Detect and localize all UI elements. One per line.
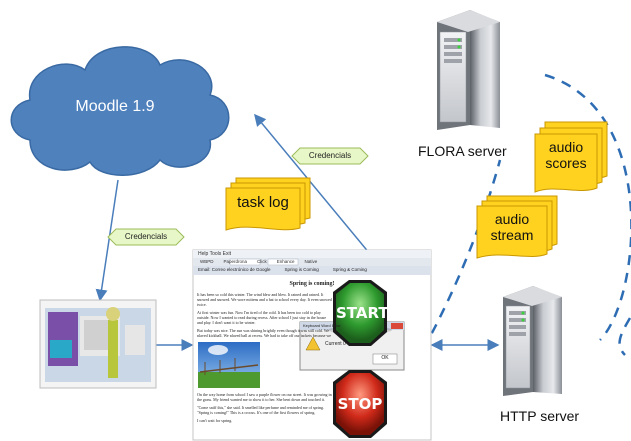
paragraph: But today was nice. The sun was shining … bbox=[197, 328, 332, 337]
start-button[interactable]: START bbox=[336, 304, 389, 322]
app-screenshot-thumbnail bbox=[39, 299, 157, 389]
landscape-photo bbox=[198, 342, 260, 388]
flora-server-label: FLORA server bbox=[418, 143, 507, 159]
http-server-icon bbox=[503, 286, 562, 396]
task-log-doc-stack bbox=[225, 177, 311, 231]
browser-tab[interactable]: Spring & Coming bbox=[332, 267, 367, 272]
browser-tab[interactable]: Spring is Coming bbox=[284, 267, 319, 272]
credentials-tag-upper-shape bbox=[291, 147, 369, 165]
paragraph: "Come sniff this," she said. It smelled … bbox=[197, 405, 324, 415]
audio-scores-label: audio scores bbox=[535, 139, 597, 171]
start-button-graphic bbox=[328, 280, 392, 346]
page-paragraphs-bottom: On the way home from school I saw a purp… bbox=[197, 392, 332, 438]
browser-tab[interactable]: Email: Correo electrónico de Google bbox=[198, 267, 271, 272]
toolbar-item[interactable]: WBPD bbox=[200, 259, 214, 264]
paragraph: It has been so cold this winter. The win… bbox=[197, 292, 332, 307]
audio-stream-doc-stack bbox=[476, 195, 558, 259]
moodle-label: Moodle 1.9 bbox=[75, 98, 155, 115]
arrow-cloud-to-screenshot bbox=[95, 179, 119, 302]
audio-stream-line2: stream bbox=[490, 227, 534, 243]
flora-server-icon bbox=[437, 10, 500, 130]
stop-button[interactable]: STOP bbox=[337, 395, 383, 413]
toolbar-item[interactable]: Click bbox=[257, 259, 267, 264]
credentials-lower-label: Credencials bbox=[124, 232, 168, 241]
toolbar-item[interactable]: Paperdrona bbox=[223, 259, 248, 264]
paragraph: At first winter was fun. Now I'm tired o… bbox=[197, 310, 326, 325]
stop-button-graphic bbox=[333, 370, 387, 438]
audio-stream-label: audio stream bbox=[477, 211, 547, 243]
browser-tab-strip: Email: Correo electrónico de Google Spri… bbox=[198, 267, 367, 272]
dialog-ok-button[interactable]: OK bbox=[381, 355, 389, 361]
paragraph: On the way home from school I saw a purp… bbox=[197, 392, 332, 402]
credentials-upper-label: Credencials bbox=[308, 151, 352, 160]
paragraph: I can't wait for spring. bbox=[197, 418, 233, 423]
audio-scores-line1: audio bbox=[548, 139, 584, 155]
audio-scores-line2: scores bbox=[545, 155, 587, 171]
credentials-tag-lower-shape bbox=[107, 228, 185, 246]
page-title: Spring is coming! bbox=[289, 281, 335, 287]
moodle-cloud-shape bbox=[10, 46, 230, 176]
audio-scores-doc-stack bbox=[534, 121, 608, 193]
toolbar-item[interactable]: Native bbox=[304, 259, 318, 264]
toolbar-item[interactable]: Enhance bbox=[276, 259, 295, 264]
dashed-right-edge bbox=[618, 317, 631, 356]
task-log-label: task log bbox=[237, 194, 289, 211]
dialog-title: Keyboard Word Error bbox=[303, 323, 341, 328]
arrow-browser-to-cloud bbox=[254, 113, 376, 261]
dialog-message: Current 0 bbox=[325, 341, 346, 347]
browser-menu-bar: Help Tools Exit bbox=[198, 251, 231, 257]
page-paragraphs-top: It has been so cold this winter. The win… bbox=[197, 292, 332, 337]
audio-stream-line1: audio bbox=[494, 211, 530, 227]
http-server-label: HTTP server bbox=[500, 408, 580, 424]
browser-toolbar: WBPD Paperdrona Click Enhance Native bbox=[200, 259, 317, 264]
